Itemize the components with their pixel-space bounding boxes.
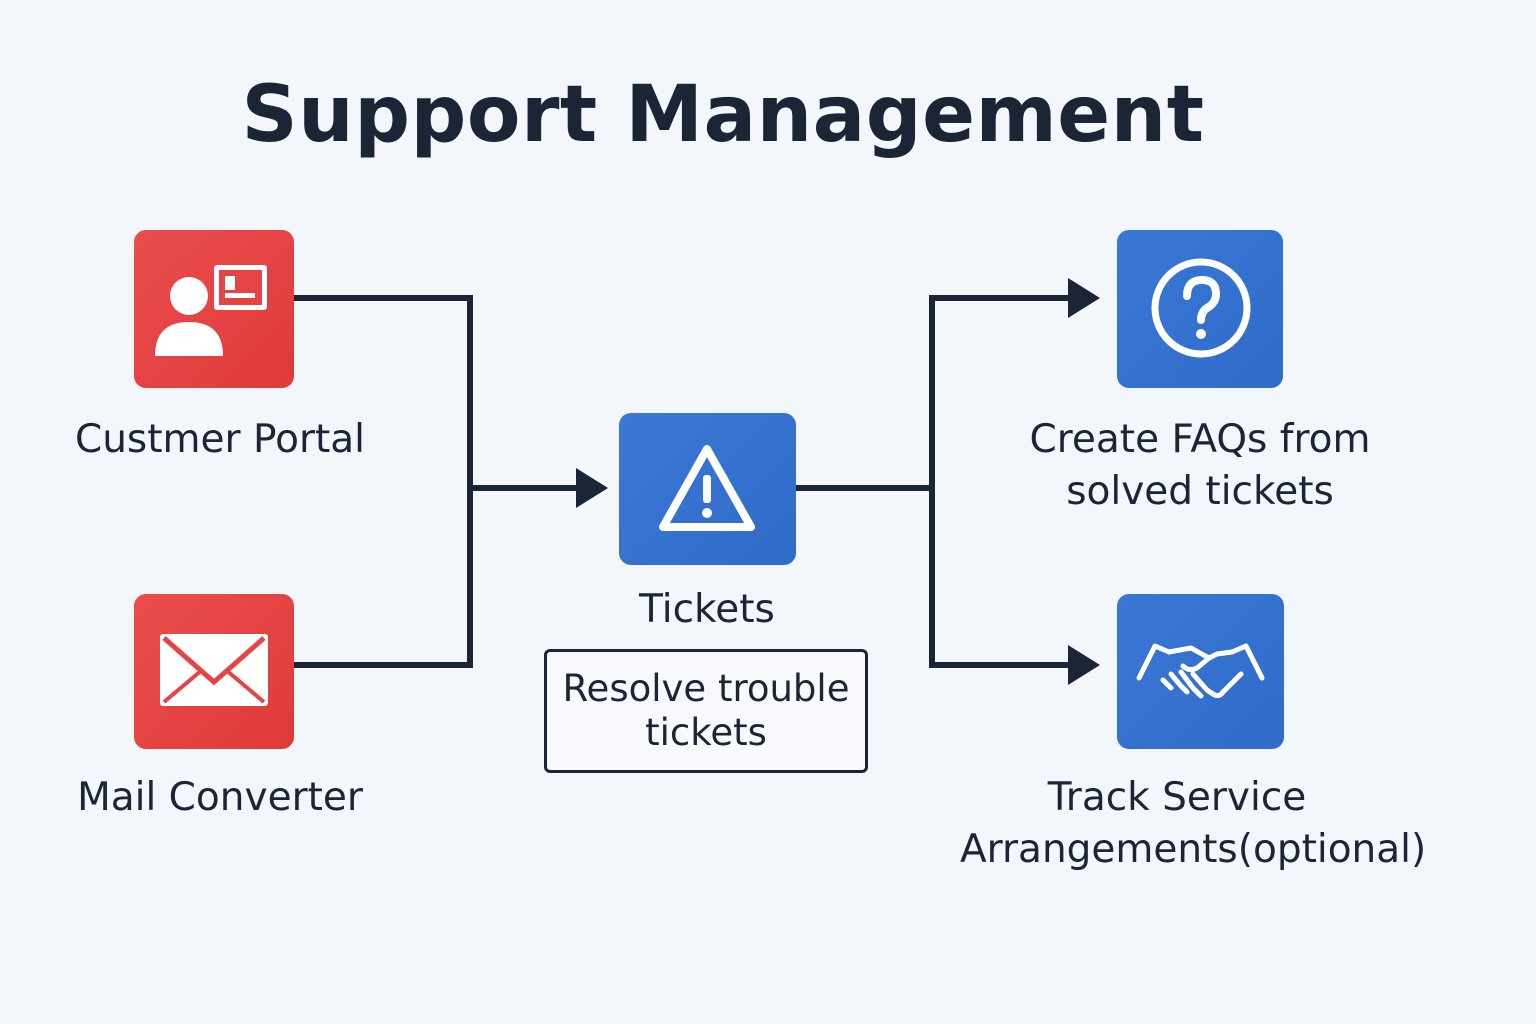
customer-portal-node xyxy=(134,230,294,388)
tickets-node xyxy=(619,413,796,565)
faq-label: Create FAQs from solved tickets xyxy=(1000,414,1400,518)
arrowhead-to-service xyxy=(1068,645,1100,685)
tickets-label: Tickets xyxy=(639,587,775,632)
faq-node xyxy=(1117,230,1283,388)
mail-converter-node xyxy=(134,594,294,749)
resolve-note-text: Resolve trouble tickets xyxy=(562,667,850,754)
connector-split-to-faq xyxy=(929,295,1072,488)
customer-portal-label: Custmer Portal xyxy=(74,417,366,462)
connector-split-to-service xyxy=(929,488,1072,668)
service-label-line2: Arrangements(optional) xyxy=(960,827,1427,872)
connector-mail-to-merge xyxy=(294,488,473,668)
faq-label-line2: solved tickets xyxy=(1066,469,1334,514)
diagram-title: Support Management xyxy=(241,70,1205,160)
service-label-line1: Track Service xyxy=(1047,775,1307,820)
customer-portal-icon xyxy=(155,265,267,356)
question-circle-icon xyxy=(1151,258,1251,358)
resolve-note-box: Resolve trouble tickets xyxy=(544,649,868,773)
faq-label-line1: Create FAQs from xyxy=(1029,417,1371,462)
service-arrangements-node xyxy=(1117,594,1284,749)
service-arrangements-label: Track Service Arrangements(optional) xyxy=(960,772,1427,876)
warning-icon xyxy=(659,445,755,531)
envelope-icon xyxy=(160,634,268,706)
arrowhead-to-faq xyxy=(1068,278,1100,318)
mail-converter-label: Mail Converter xyxy=(77,775,363,820)
connector-portal-to-merge xyxy=(294,295,473,488)
handshake-icon xyxy=(1136,643,1265,699)
arrowhead-to-tickets xyxy=(576,468,608,508)
